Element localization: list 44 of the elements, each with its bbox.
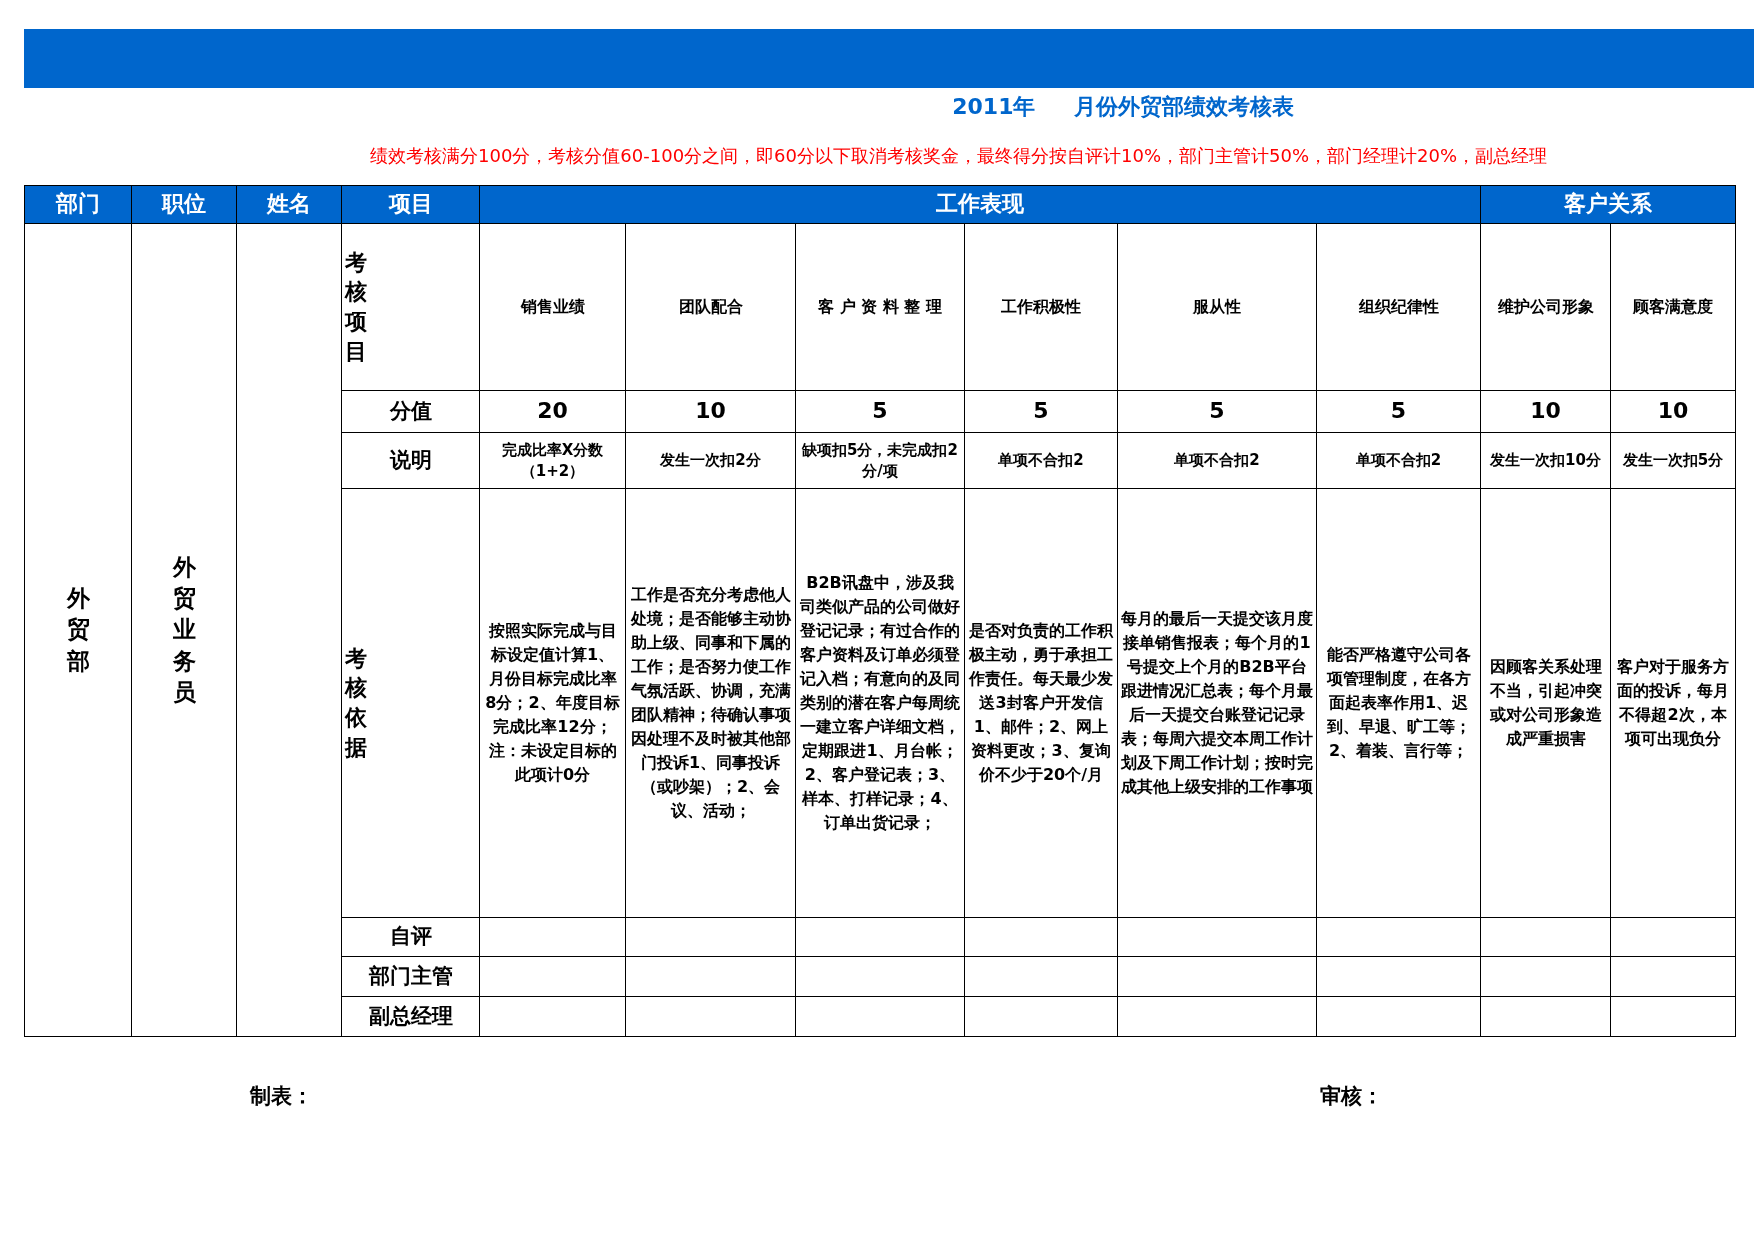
- score-value: 10: [1610, 390, 1736, 433]
- title-bar: [24, 29, 1754, 88]
- score-value: 5: [795, 390, 965, 433]
- row-header: 部门主管: [341, 956, 480, 997]
- score-value: 10: [625, 390, 796, 433]
- row-header: 自评: [341, 917, 480, 957]
- criterion-name: 顾客满意度: [1610, 223, 1736, 391]
- criterion-description: 按照实际完成与目标设定值计算1、月份目标完成比率8分；2、年度目标完成比率12分；注：未设定目标的此项计0分: [479, 488, 626, 918]
- criterion-description: 每月的最后一天提交该月度接单销售报表；每个月的1号提交上个月的B2B平台跟进情况汇总表；每个月最后一天提交台账登记记录表；每周六提交本周工作计划及下周工作计划；按时完成其他上级安排的工作事项: [1117, 488, 1317, 918]
- score-value: 5: [1316, 390, 1481, 433]
- criterion-name: 组织纪律性: [1316, 223, 1481, 391]
- criterion-description: B2B讯盘中，涉及我司类似产品的公司做好登记记录；有过合作的客户资料及订单必须登记入档；有意向的及同类别的潜在客户每周统一建立客户详细文档，定期跟进1、月台帐；2、客户登记表；3、样本、打样记录；4、订单出货记录；: [795, 488, 965, 918]
- score-value: 5: [1117, 390, 1317, 433]
- row-header: 分值: [341, 390, 480, 433]
- column-header: 客户关系: [1480, 185, 1736, 224]
- criterion-name: 维护公司形象: [1480, 223, 1611, 391]
- score-value: 10: [1480, 390, 1611, 433]
- signature-label: 审核：: [1320, 1083, 1383, 1110]
- column-header: 职位: [131, 185, 237, 224]
- criterion-name: 服从性: [1117, 223, 1317, 391]
- vertical-label: 外贸业务员: [172, 553, 196, 707]
- row-header: 考核项目: [345, 248, 367, 366]
- criterion-name: 工作积极性: [964, 223, 1118, 391]
- signature-label: 制表：: [250, 1083, 313, 1110]
- row-header: 副总经理: [341, 996, 480, 1037]
- column-header: 姓名: [236, 185, 342, 224]
- form-title: 2011年 月份外贸部绩效考核表: [951, 93, 1295, 121]
- criterion-description: 是否对负责的工作积极主动，勇于承担工作责任。每天最少发送3封客户开发信1、邮件；2、网上资料更改；3、复询价不少于20个/月: [964, 488, 1118, 918]
- column-header: 项目: [341, 185, 480, 224]
- score-value: 20: [479, 390, 626, 433]
- vertical-label: 外贸部: [66, 584, 90, 676]
- criterion-description: 能否严格遵守公司各项管理制度，在各方面起表率作用1、迟到、早退、旷工等；2、着装、言行等；: [1316, 488, 1481, 918]
- row-header: 说明: [341, 432, 480, 489]
- column-header: 工作表现: [479, 185, 1481, 224]
- score-value: 5: [964, 390, 1118, 433]
- criterion-description: 工作是否充分考虑他人处境；是否能够主动协助上级、同事和下属的工作；是否努力使工作气氛活跃、协调，充满团队精神；待确认事项因处理不及时被其他部门投诉1、同事投诉（或吵架）；2、会议、活动；: [625, 488, 796, 918]
- criterion-name: 客 户 资 料 整 理: [795, 223, 965, 391]
- scoring-note: 绩效考核满分100分，考核分值60-100分之间，即60分以下取消考核奖金，最终得分按自评计10%，部门主管计50%，部门经理计20%，副总经理: [370, 144, 1548, 168]
- criterion-name: 销售业绩: [479, 223, 626, 391]
- row-header: 考核依据: [345, 644, 367, 762]
- column-header: 部门: [24, 185, 132, 224]
- criterion-description: 因顾客关系处理不当，引起冲突或对公司形象造成严重损害: [1480, 488, 1611, 918]
- criterion-description: 客户对于服务方面的投诉，每月不得超2次，本项可出现负分: [1610, 488, 1736, 918]
- criterion-name: 团队配合: [625, 223, 796, 391]
